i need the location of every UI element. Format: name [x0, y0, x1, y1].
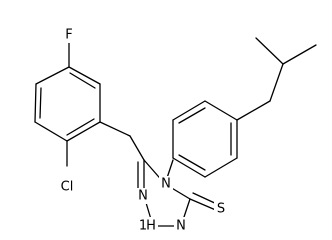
fluorine-label: F — [65, 28, 72, 43]
nitrogen-4-label: N — [161, 177, 171, 192]
chlorofluorophenyl-ring — [34, 66, 101, 142]
ring-nh-nitrogen-label: N — [176, 219, 186, 234]
ring-nh-h-label: H — [146, 219, 156, 234]
substituent-bonds — [66, 42, 145, 167]
isopropylphenyl-ring — [172, 100, 238, 178]
isopropyl-group — [236, 37, 317, 121]
chlorine-label: Cl — [61, 180, 74, 195]
nitrogen-3-label: N — [138, 189, 148, 204]
sulfur-label: S — [217, 202, 225, 217]
atom-labels: F Cl N N H 1 N S — [57, 27, 228, 234]
ring-nh-locant-label: 1 — [139, 219, 147, 234]
triazole-ring — [137, 159, 220, 227]
